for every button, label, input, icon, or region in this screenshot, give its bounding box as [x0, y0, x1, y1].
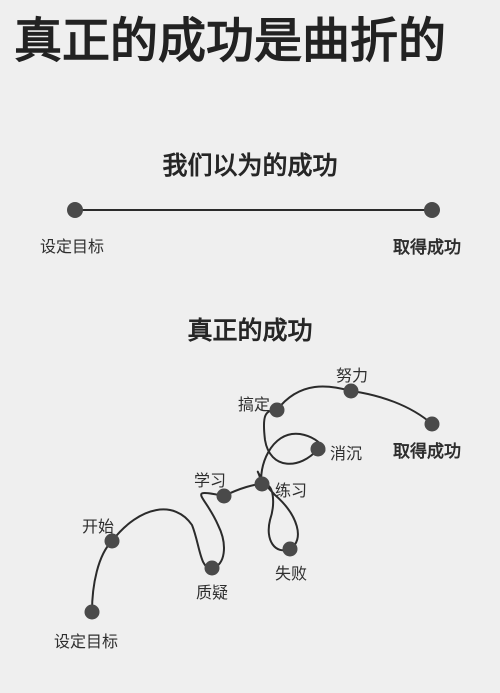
actual-winding-path	[91, 385, 433, 613]
node-sink	[310, 441, 326, 457]
label-success: 取得成功	[393, 442, 461, 462]
label-sink: 消沉	[330, 444, 363, 463]
node-fail	[282, 541, 298, 557]
expected-end-label: 取得成功	[393, 238, 461, 258]
node-success	[424, 416, 440, 432]
label-effort: 努力	[336, 366, 369, 385]
node-start	[84, 604, 100, 620]
node-effort	[343, 383, 359, 399]
node-doubt	[204, 560, 220, 576]
label-learn: 学习	[194, 471, 227, 490]
node-learn	[216, 488, 232, 504]
actual-success-heading: 真正的成功	[187, 316, 313, 345]
label-start: 设定目标	[54, 632, 119, 651]
label-doubt: 质疑	[196, 583, 229, 602]
node-sort-out	[269, 402, 285, 418]
page-title: 真正的成功是曲折的	[14, 13, 447, 69]
label-begin: 开始	[82, 517, 115, 536]
expected-end-node	[424, 202, 440, 218]
label-practice: 练习	[275, 481, 308, 500]
expected-start-label: 设定目标	[40, 237, 105, 256]
expected-start-node	[67, 202, 83, 218]
expected-success-heading: 我们以为的成功	[162, 151, 338, 180]
label-sort-out: 搞定	[238, 395, 271, 414]
label-fail: 失败	[275, 564, 308, 583]
node-practice	[254, 476, 270, 492]
node-begin	[104, 533, 120, 549]
